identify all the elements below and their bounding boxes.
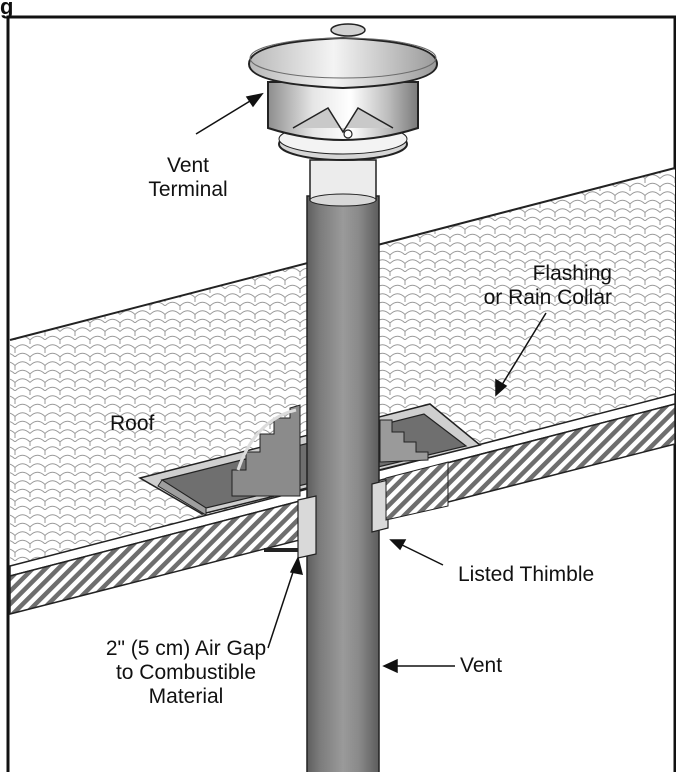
label-flashing: Flashing or Rain Collar [440,262,612,310]
leader-arrows [195,92,547,674]
label-line: Vent [166,154,210,177]
label-vent: Vent [460,654,503,677]
label-roof: Roof [110,412,155,435]
label-line: Material [148,685,224,708]
label-line: Terminal [148,178,228,201]
label-listed-thimble: Listed Thimble [458,563,595,586]
label-line: 2" (5 cm) Air Gap [105,637,267,660]
label-vent-terminal: Vent Terminal [118,154,258,202]
label-line: to Combustible [115,661,257,684]
figure-label: g [0,0,14,19]
label-line: Flashing [532,262,612,285]
label-air-gap: 2" (5 cm) Air Gap to Combustible Materia… [86,637,286,709]
label-line: or Rain Collar [483,286,612,309]
